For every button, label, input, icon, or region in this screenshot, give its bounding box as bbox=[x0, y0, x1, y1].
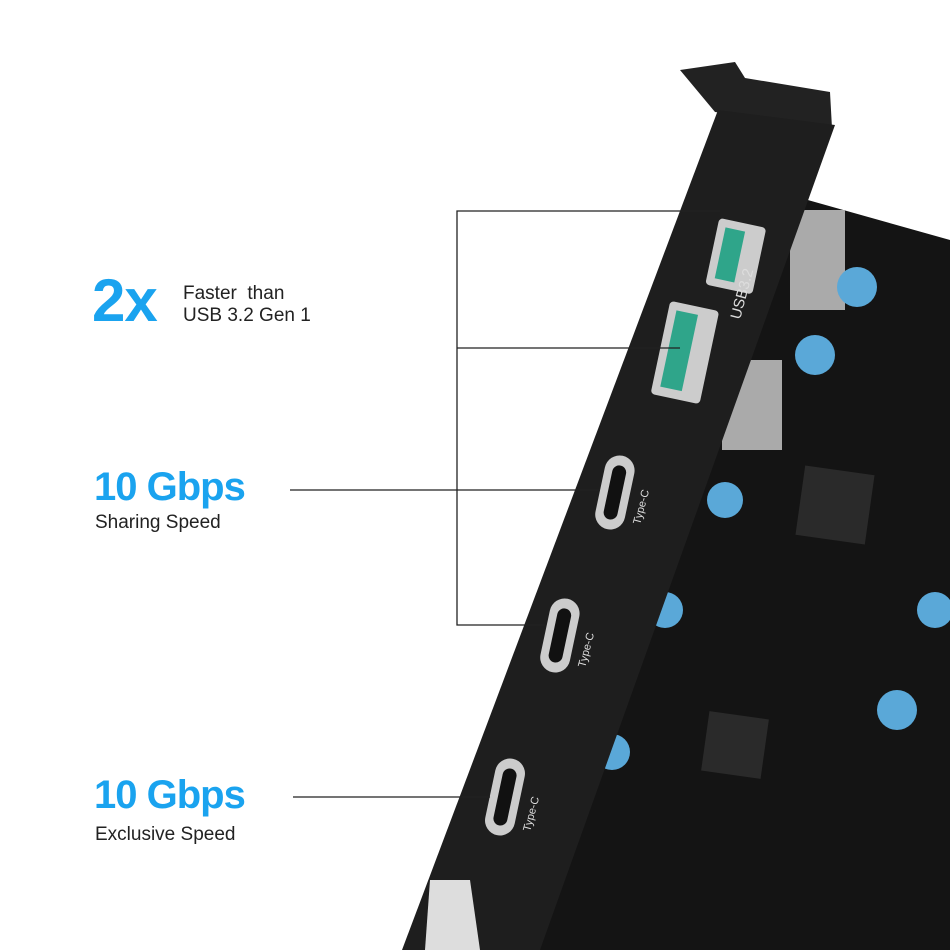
usb-a-port bbox=[705, 218, 766, 294]
chip bbox=[795, 465, 875, 545]
feature-caption: Exclusive Speed bbox=[95, 824, 236, 845]
caption-line: Faster than bbox=[183, 283, 285, 304]
feature-headline-sharing: 10 Gbps bbox=[94, 465, 246, 509]
type-c-port bbox=[540, 598, 580, 673]
chip bbox=[701, 711, 769, 779]
callout-lines bbox=[290, 210, 720, 798]
usb-a-port bbox=[651, 301, 719, 404]
feature-caption: Faster than USB 3.2 Gen 1 bbox=[183, 283, 311, 327]
feature-headline-speed-multiplier: 2x bbox=[92, 267, 158, 334]
feature-caption: Sharing Speed bbox=[95, 512, 221, 533]
type-c-port bbox=[485, 758, 525, 836]
capacitors bbox=[594, 267, 950, 770]
bracket-foot bbox=[425, 880, 480, 950]
feature-headline-exclusive: 10 Gbps bbox=[94, 773, 246, 817]
bracket bbox=[402, 110, 835, 950]
caption-line: USB 3.2 Gen 1 bbox=[183, 305, 311, 326]
metal-shield bbox=[790, 210, 845, 310]
type-c-port bbox=[595, 455, 635, 530]
